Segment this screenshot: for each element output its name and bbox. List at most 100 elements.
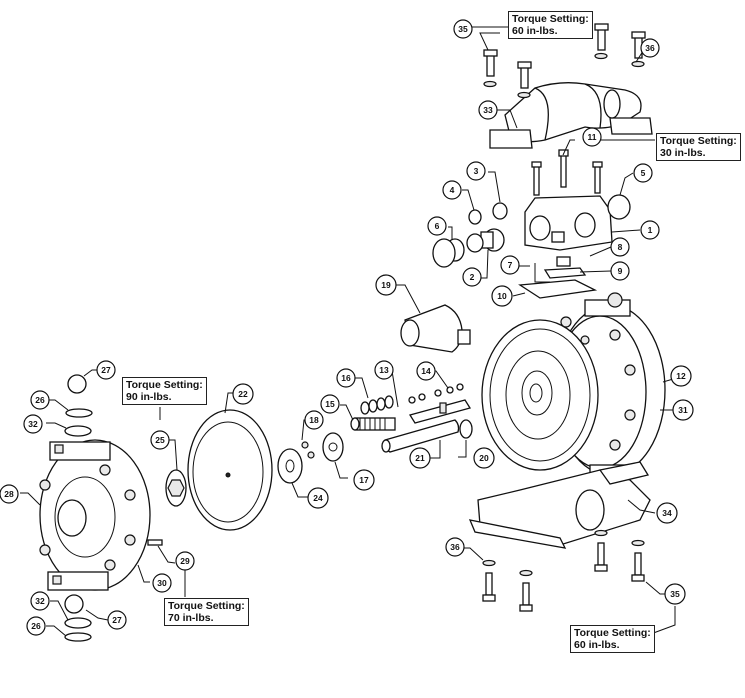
callout-6: 6 [427, 216, 447, 236]
svg-text:8: 8 [618, 242, 623, 252]
torque-note-value: 30 in-lbs. [660, 147, 706, 159]
torque-note-label: Torque Setting: [168, 600, 245, 612]
svg-text:18: 18 [309, 415, 319, 425]
air-valve-screws [531, 149, 603, 196]
screw-small [301, 441, 315, 459]
callout-36-bottom: 36 [445, 537, 465, 557]
callout-10: 10 [491, 285, 513, 307]
svg-text:34: 34 [662, 508, 672, 518]
outer-chamber-left [39, 439, 151, 591]
svg-text:32: 32 [28, 419, 38, 429]
callout-20: 20 [473, 447, 495, 469]
torque-note-label: Torque Setting: [126, 379, 203, 391]
torque-note-label: Torque Setting: [512, 13, 589, 25]
svg-text:31: 31 [678, 405, 688, 415]
callout-12: 12 [670, 365, 692, 387]
callout-28: 28 [0, 484, 19, 504]
callout-31: 31 [672, 399, 694, 421]
pilot-valve-muffler [400, 304, 471, 353]
callout-19: 19 [375, 274, 397, 296]
diaphragm-face-right [481, 319, 599, 471]
svg-text:3: 3 [474, 166, 479, 176]
svg-text:33: 33 [483, 105, 493, 115]
torque-note-manifold-top-bolts: Torque Setting: 60 in-lbs. [508, 11, 593, 39]
torque-note-air-valve-screws: Torque Setting: 30 in-lbs. [656, 133, 741, 161]
svg-text:4: 4 [450, 185, 455, 195]
muffler [432, 238, 465, 268]
svg-text:35: 35 [458, 24, 468, 34]
pilot-shaft [408, 399, 472, 424]
callout-26-top: 26 [30, 390, 50, 410]
callout-16: 16 [336, 368, 356, 388]
svg-text:15: 15 [325, 399, 335, 409]
callout-26-bottom: 26 [26, 616, 46, 636]
svg-text:35: 35 [670, 589, 680, 599]
callout-11: 11 [582, 127, 602, 147]
discharge-manifold [489, 82, 653, 149]
callout-32-top: 32 [23, 414, 43, 434]
spring-stack [350, 417, 396, 431]
callout-1: 1 [640, 220, 660, 240]
chamber-bolts-right [560, 316, 636, 451]
svg-text:22: 22 [238, 389, 248, 399]
svg-text:25: 25 [155, 435, 165, 445]
callout-22: 22 [232, 383, 254, 405]
svg-text:36: 36 [450, 542, 460, 552]
callout-36-top: 36 [640, 38, 660, 58]
callout-bubbles: 35 36 33 11 3 4 5 6 1 8 7 2 9 10 19 12 3… [0, 19, 694, 636]
callout-4: 4 [442, 180, 462, 200]
svg-text:27: 27 [101, 365, 111, 375]
torque-note-value: 60 in-lbs. [574, 639, 620, 651]
callout-14: 14 [416, 361, 436, 381]
callout-29: 29 [175, 551, 195, 571]
callout-35-top: 35 [453, 19, 473, 39]
check-balls [64, 374, 87, 614]
valve-spool [466, 228, 505, 253]
svg-text:12: 12 [676, 371, 686, 381]
seats-and-orings [64, 408, 93, 642]
callout-35-bottom: 35 [664, 583, 686, 605]
manifold-bolts-bottom [482, 529, 645, 612]
air-valve-body [524, 195, 613, 251]
callout-2: 2 [462, 267, 482, 287]
svg-text:29: 29 [180, 556, 190, 566]
svg-text:19: 19 [381, 280, 391, 290]
callout-7: 7 [500, 255, 520, 275]
torque-note-value: 90 in-lbs. [126, 391, 172, 403]
svg-text:11: 11 [588, 132, 597, 142]
air-valve-end-cap [607, 194, 631, 220]
callout-3: 3 [466, 161, 486, 181]
torque-note-label: Torque Setting: [660, 135, 737, 147]
callout-24: 24 [307, 487, 329, 509]
callout-34: 34 [656, 502, 678, 524]
seal-rings [360, 395, 394, 415]
callout-18: 18 [304, 410, 324, 430]
callout-13: 13 [374, 360, 394, 380]
outer-diaphragm-plate [165, 469, 187, 507]
torque-note-diaphragm-plate: Torque Setting: 90 in-lbs. [122, 377, 207, 405]
svg-text:36: 36 [645, 43, 655, 53]
svg-text:14: 14 [421, 366, 431, 376]
torque-note-value: 60 in-lbs. [512, 25, 558, 37]
callout-17: 17 [353, 469, 375, 491]
torque-note-manifold-bottom-bolts: Torque Setting: 60 in-lbs. [570, 625, 655, 653]
svg-text:28: 28 [4, 489, 14, 499]
inner-diaphragm-plate [277, 448, 303, 484]
torque-note-chamber-bolts: Torque Setting: 70 in-lbs. [164, 598, 249, 626]
seals [468, 202, 508, 225]
svg-text:32: 32 [35, 596, 45, 606]
svg-text:13: 13 [379, 365, 389, 375]
svg-text:21: 21 [415, 453, 425, 463]
manifold-bolts-top [483, 23, 646, 99]
svg-text:20: 20 [479, 453, 489, 463]
o-ring [459, 419, 473, 439]
callout-8: 8 [610, 237, 630, 257]
callout-30: 30 [152, 573, 172, 593]
callout-25: 25 [150, 430, 170, 450]
callout-32-bottom: 32 [30, 591, 50, 611]
svg-text:10: 10 [497, 291, 507, 301]
callout-15: 15 [320, 394, 340, 414]
svg-text:24: 24 [313, 493, 323, 503]
svg-text:1: 1 [648, 225, 653, 235]
